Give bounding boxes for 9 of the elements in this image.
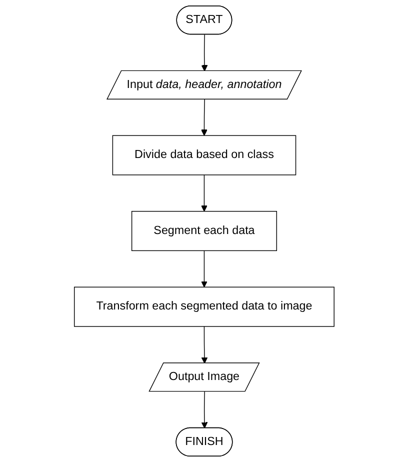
node-box: Segment each data [131,210,277,252]
arrow [200,99,208,136]
arrow [201,391,208,428]
arrow [200,174,208,212]
node-box: Divide data based on class [112,135,296,176]
arrow [200,250,208,288]
arrow [201,326,208,364]
node-box: Transform each segmented data to image [74,286,334,327]
arrow [201,34,208,72]
